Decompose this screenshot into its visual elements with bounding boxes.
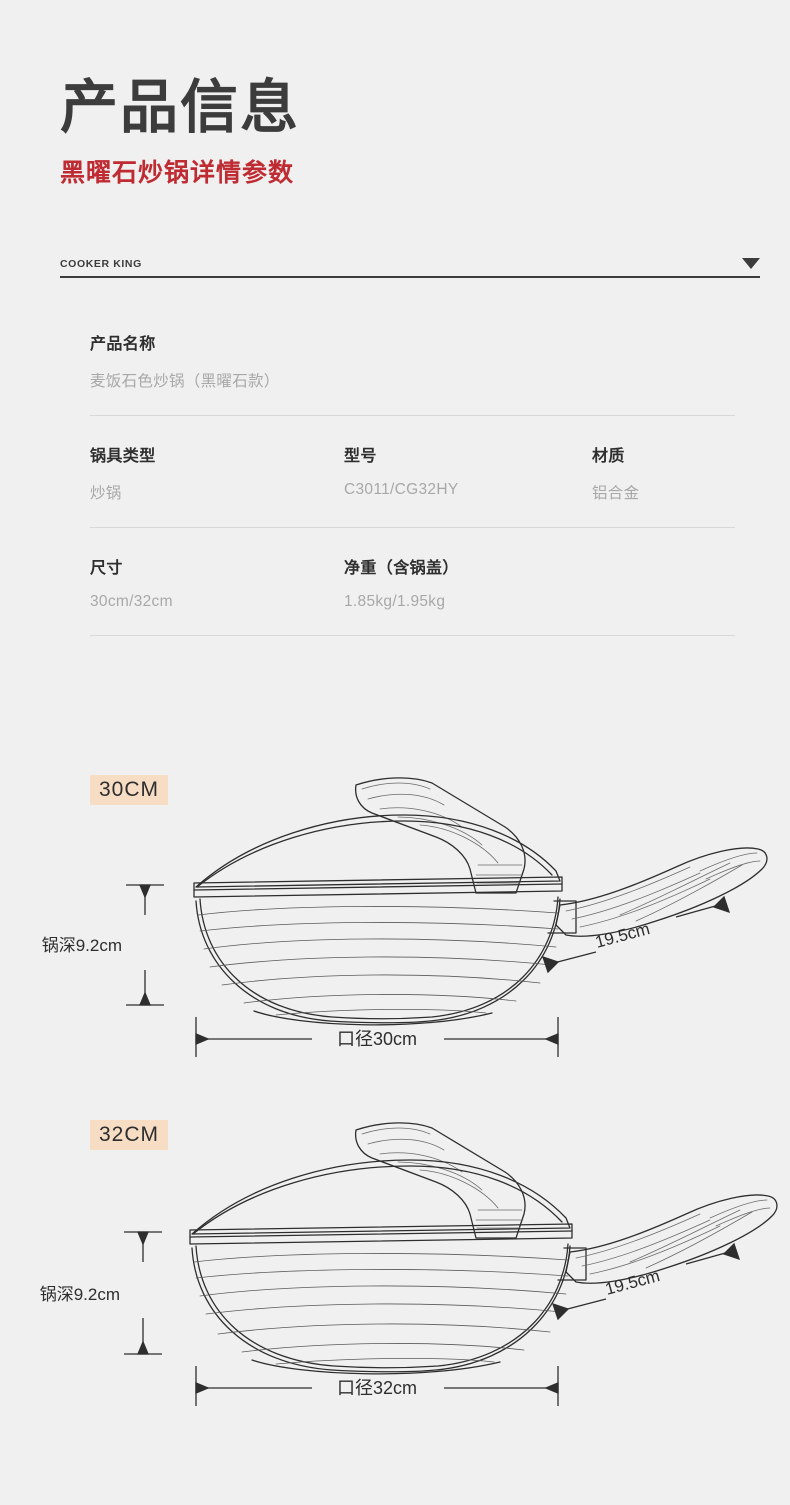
spec-cell-product-name: 产品名称 麦饭石色炒锅（黑曜石款） — [90, 330, 735, 391]
spec-row: 锅具类型 炒锅 型号 C3011/CG32HY 材质 铝合金 — [90, 442, 735, 528]
spec-value: 炒锅 — [90, 485, 122, 502]
spec-row: 产品名称 麦饭石色炒锅（黑曜石款） — [90, 330, 735, 416]
spec-cell-model: 型号 C3011/CG32HY — [344, 442, 592, 503]
spec-value: 铝合金 — [592, 485, 640, 502]
page-header: 产品信息 黑曜石炒锅详情参数 — [60, 75, 740, 189]
size-badge: 30CM — [90, 775, 169, 805]
size-badge: 32CM — [90, 1120, 169, 1150]
spec-label: 尺寸 — [90, 560, 123, 577]
brand-bar[interactable]: COOKER KING — [60, 258, 760, 278]
spec-cell-size: 尺寸 30cm/32cm — [90, 554, 344, 611]
depth-dimension-label: 锅深9.2cm — [42, 936, 122, 955]
spec-label: 净重（含锅盖） — [344, 560, 459, 577]
page-subtitle: 黑曜石炒锅详情参数 — [60, 158, 295, 187]
wok-diagram-30cm: 30CM — [0, 765, 790, 1085]
spec-label: 产品名称 — [90, 336, 156, 353]
handle-dimension-label: 19.5cm — [603, 1266, 662, 1299]
page-title: 产品信息 — [60, 75, 301, 140]
spec-value: C3011/CG32HY — [344, 481, 459, 498]
spec-label: 材质 — [592, 448, 625, 465]
depth-dimension-label: 锅深9.2cm — [40, 1285, 120, 1304]
brand-name: COOKER KING — [60, 258, 142, 270]
spec-label: 型号 — [344, 448, 377, 465]
spec-cell-cookware-type: 锅具类型 炒锅 — [90, 442, 344, 503]
wok-drawing-32cm: 锅深9.2cm 19.5cm 口径32cm — [40, 1122, 778, 1406]
diameter-dimension-label: 口径32cm — [337, 1378, 417, 1398]
spec-cell-net-weight: 净重（含锅盖） 1.85kg/1.95kg — [344, 554, 592, 611]
wok-drawing-30cm: 锅深9.2cm 19.5cm 口径30cm — [42, 777, 768, 1057]
brand-bar-row: COOKER KING — [60, 258, 760, 276]
spec-value: 1.85kg/1.95kg — [344, 593, 446, 610]
chevron-down-icon[interactable] — [742, 258, 760, 269]
handle-dimension-label: 19.5cm — [593, 919, 652, 952]
brand-bar-underline — [60, 276, 760, 278]
spec-value: 麦饭石色炒锅（黑曜石款） — [90, 373, 280, 390]
diameter-dimension-label: 口径30cm — [337, 1029, 417, 1049]
wok-diagram-32cm: 32CM — [0, 1110, 790, 1430]
spec-table: 产品名称 麦饭石色炒锅（黑曜石款） 锅具类型 炒锅 型号 C3011/CG32H… — [90, 330, 735, 636]
spec-cell-material: 材质 铝合金 — [592, 442, 732, 503]
spec-label: 锅具类型 — [90, 448, 156, 465]
spec-row: 尺寸 30cm/32cm 净重（含锅盖） 1.85kg/1.95kg — [90, 554, 735, 636]
spec-value: 30cm/32cm — [90, 593, 173, 610]
